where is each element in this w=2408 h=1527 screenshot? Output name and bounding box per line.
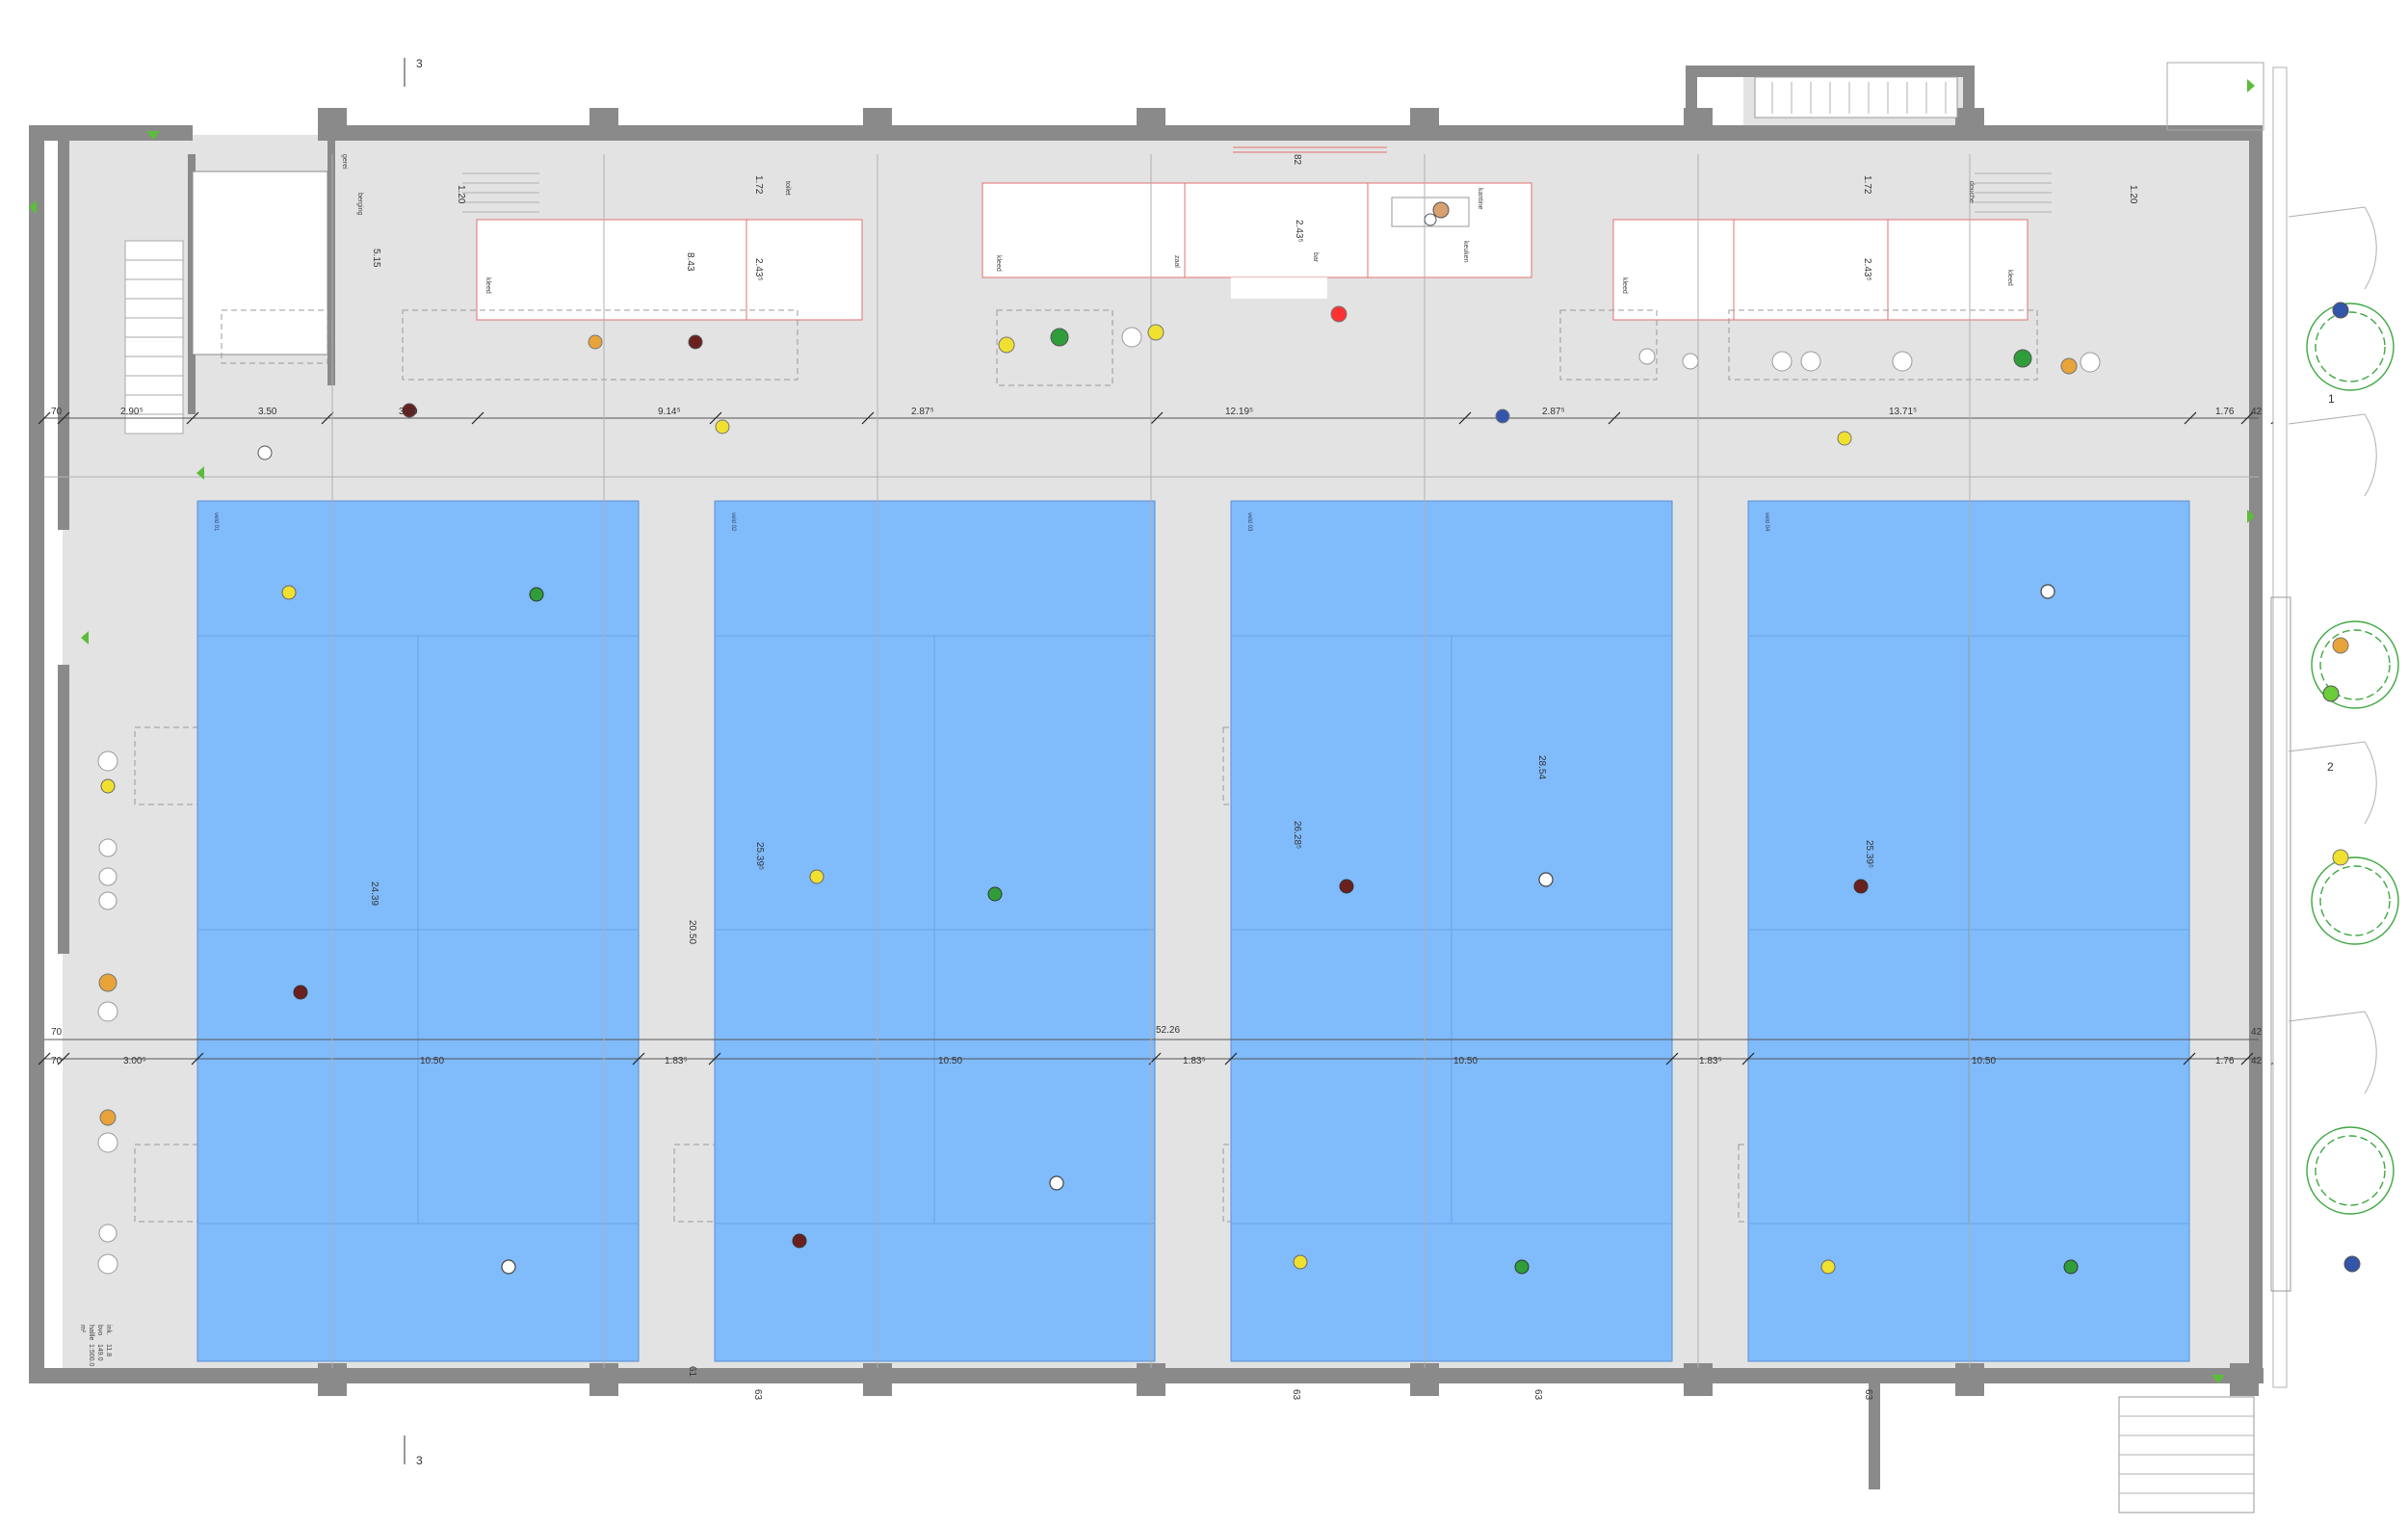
dim-overall: 52.26: [1156, 1025, 1180, 1036]
hall-table: hallle bvo ink. m² 1:500.0 149.0 11.8: [79, 1325, 112, 1366]
dim-bottom-5: 63: [1863, 1389, 1873, 1401]
dim-top-1: 70: [51, 407, 63, 417]
dim-bottom-1: 61: [687, 1366, 697, 1378]
court-label-3: veld 03: [1246, 513, 1252, 532]
dim-service-9: 1.20: [2128, 185, 2138, 204]
dim-court-3-height: 26.28⁵: [1292, 821, 1302, 849]
elevation-mark-2: 2: [2327, 760, 2334, 774]
room-label-7: zaal: [1173, 255, 1180, 268]
door-markers: [29, 79, 2255, 1383]
room-label-9: kleed: [484, 277, 491, 294]
dim-service-7: 2.43⁵: [1862, 258, 1872, 281]
dim-top-7: 12.19⁵: [1225, 407, 1253, 417]
hall-table-value-3: 11.8: [105, 1344, 112, 1356]
columns: [318, 108, 2259, 1396]
dim-mid-10: 10.50: [1972, 1056, 1996, 1066]
dim-mid-12: 42: [2251, 1027, 2263, 1038]
dimension-labels-vertical: 24.39 25.39⁵ 26.28⁵ 25.39⁵ 28.54 20.50 1…: [369, 154, 2138, 1401]
room-label-5: toilet: [784, 181, 791, 196]
dim-top-5: 9.14⁵: [658, 407, 681, 417]
dim-court-1-height: 24.39: [369, 882, 380, 906]
hall-table-header-2: bvo: [96, 1325, 103, 1335]
room-labels: gerei berging bar keuken toilet kantine …: [341, 154, 2013, 294]
dim-top-6: 2.87⁵: [911, 407, 934, 417]
court-label-1: veld 01: [213, 513, 219, 532]
dim-bottom-2: 63: [752, 1389, 763, 1401]
dim-top-8: 2.87⁵: [1542, 407, 1565, 417]
dim-service-1: 1.20: [456, 185, 466, 204]
court-markings: [197, 635, 2189, 1224]
dim-mid-9: 1.83⁵: [1699, 1056, 1722, 1066]
courts: [196, 500, 2190, 1362]
people-markers: [97, 201, 2361, 1275]
section-mark-top: 3: [416, 57, 423, 70]
dim-service-8: 1.72: [1862, 175, 1872, 195]
dim-court-insert: 28.54: [1536, 755, 1547, 779]
dimension-labels-middle: 70 70 3.00⁵ 10.50 1.83⁵ 10.50 1.83⁵ 10.5…: [51, 1025, 2263, 1066]
trees: [2306, 303, 2399, 1215]
hall-table-header-4: m²: [79, 1325, 86, 1333]
grid-lines: [44, 154, 2259, 1368]
dim-mid-8: 10.50: [1453, 1056, 1478, 1066]
dim-mid-7: 1.83⁵: [1183, 1056, 1206, 1066]
room-label-10: kleed: [1621, 277, 1628, 294]
dim-bottom-4: 63: [1532, 1389, 1543, 1401]
room-label-8: douche: [1968, 181, 1975, 203]
annexes: [1754, 62, 2264, 1514]
room-label-11: kleed: [995, 255, 1002, 272]
dim-mid-3: 3.00⁵: [123, 1056, 146, 1066]
dim-hall-depth: 20.50: [687, 920, 697, 944]
dim-court-2-height: 25.39⁵: [754, 842, 765, 870]
dim-service-3: 2.43⁵: [753, 258, 764, 281]
hall-table-value-1: 1:500.0: [88, 1344, 94, 1366]
court-label-4: veld 04: [1764, 513, 1769, 532]
dim-mid-6: 10.50: [938, 1056, 962, 1066]
court-label-2: veld 02: [730, 513, 736, 532]
dim-mid-5: 1.83⁵: [665, 1056, 688, 1066]
dim-service-2: 1.72: [753, 175, 764, 195]
room-label-4: keuken: [1462, 241, 1469, 263]
hall-table-value-2: 149.0: [96, 1344, 103, 1361]
dim-top-4: 3.00: [399, 407, 418, 417]
stair-core: [124, 171, 328, 434]
dim-service-5: 2.43⁵: [1294, 220, 1304, 243]
dim-mid-2: 70: [51, 1056, 63, 1066]
court-labels: veld 01 veld 02 veld 03 veld 04: [213, 513, 1769, 532]
dim-top-10: 1.76: [2215, 407, 2235, 417]
room-label-1: gerei: [341, 154, 348, 170]
elevation-mark-1: 1: [2328, 392, 2335, 406]
dim-top-11: 42: [2251, 407, 2263, 417]
hall-table-header-1: hallle: [88, 1325, 94, 1340]
dim-mid-4: 10.50: [420, 1056, 444, 1066]
dim-service-6: 82: [1292, 154, 1302, 166]
dim-mid-1: 70: [51, 1027, 63, 1038]
room-label-3: bar: [1312, 252, 1319, 263]
hall-table-header-3: ink.: [105, 1325, 112, 1335]
section-marks: 3 3 1 2: [404, 57, 2335, 1467]
dim-top-3: 3.50: [258, 407, 277, 417]
dim-bottom-3: 63: [1291, 1389, 1301, 1401]
room-label-12: kleed: [2006, 270, 2013, 286]
section-mark-bottom: 3: [416, 1454, 423, 1467]
dim-court-4-height: 25.39⁵: [1864, 840, 1874, 868]
dim-service-10: 5.15: [371, 249, 381, 268]
dim-top-2: 2.90⁵: [120, 407, 144, 417]
room-label-2: berging: [356, 193, 363, 215]
facade-right: [2270, 66, 2377, 1388]
dim-service-4: 8.43: [685, 252, 695, 272]
room-label-6: kantine: [1477, 188, 1483, 210]
dim-mid-13: 42: [2251, 1056, 2263, 1066]
dimension-labels-top: 70 2.90⁵ 3.50 3.00 9.14⁵ 2.87⁵ 12.19⁵ 2.…: [51, 407, 2263, 417]
dim-top-9: 13.71⁵: [1889, 407, 1917, 417]
dim-mid-11: 1.76: [2215, 1056, 2235, 1066]
